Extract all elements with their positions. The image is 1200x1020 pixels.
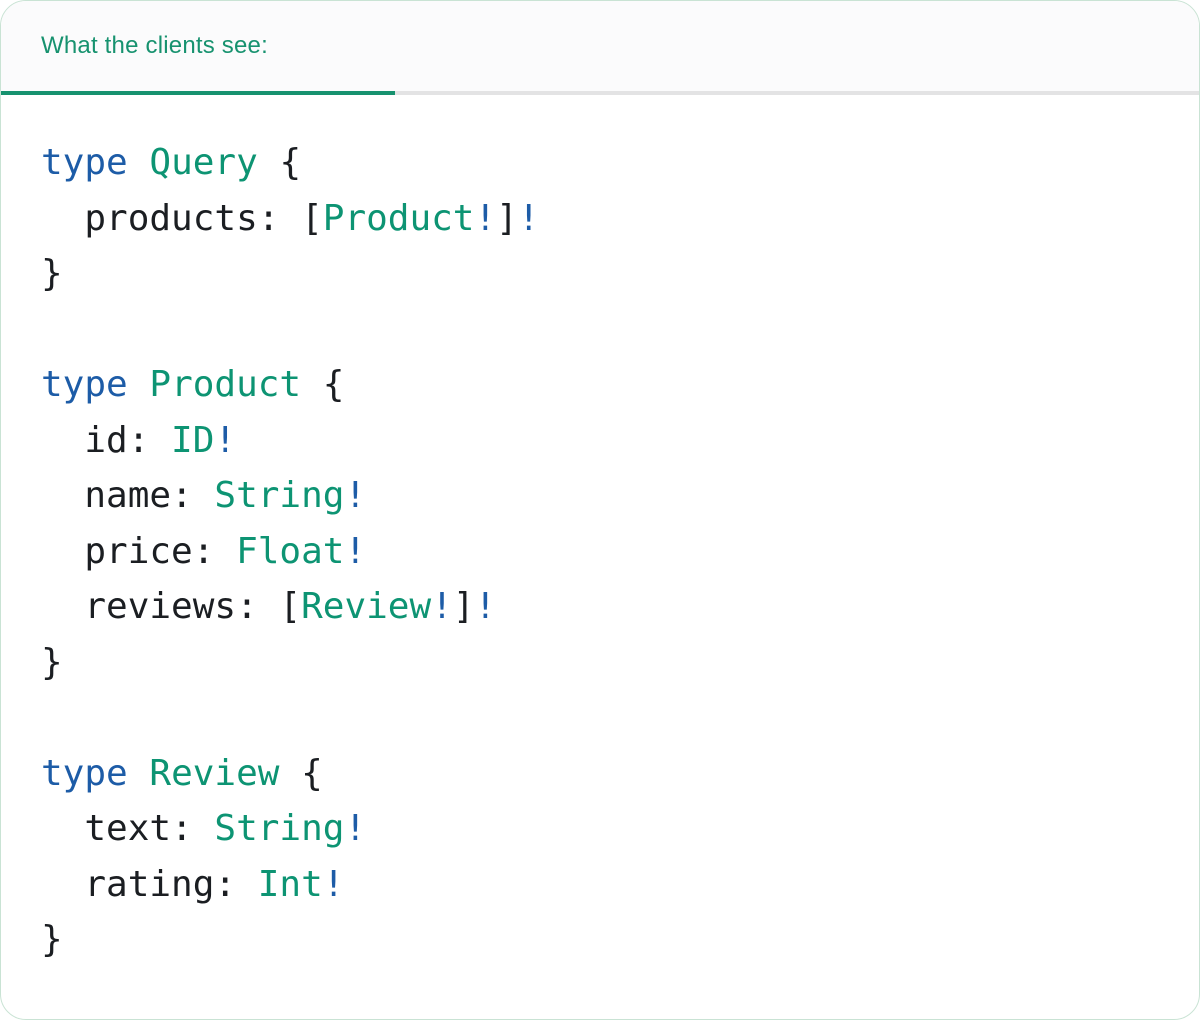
code-token-kw: ! xyxy=(344,808,367,849)
code-token-kw: type xyxy=(41,364,128,405)
code-line: } xyxy=(41,912,1169,968)
code-token-type: Query xyxy=(149,142,258,183)
code-token-plain xyxy=(128,753,150,794)
code-line: type Review { xyxy=(41,746,1169,802)
code-token-plain: ] xyxy=(452,586,475,627)
code-token-plain: } xyxy=(41,919,63,960)
code-token-plain: ] xyxy=(496,197,518,239)
code-token-type: Product xyxy=(149,364,302,405)
code-token-kw: ! xyxy=(474,586,497,627)
panel-tab-bar: What the clients see: xyxy=(1,1,1199,95)
code-token-plain: text: xyxy=(41,808,215,849)
code-token-plain xyxy=(128,364,150,405)
code-line: name: String! xyxy=(41,468,1169,524)
code-token-plain: name: xyxy=(41,475,215,516)
code-token-type: ID xyxy=(171,419,215,461)
code-token-plain: { xyxy=(279,752,323,794)
code-line xyxy=(41,302,1169,358)
code-token-type: Int xyxy=(257,863,323,905)
code-token-kw: ! xyxy=(322,863,345,905)
code-token-plain: { xyxy=(301,364,345,405)
code-line: text: String! xyxy=(41,801,1169,857)
code-token-plain: } xyxy=(41,253,63,294)
code-token-kw: ! xyxy=(517,197,540,239)
code-token-kw: ! xyxy=(431,586,453,627)
active-tab-underline xyxy=(1,91,395,95)
code-token-kw: type xyxy=(41,142,128,183)
code-line: id: ID! xyxy=(41,413,1169,469)
code-token-type: Float xyxy=(236,530,345,572)
code-token-plain: id: xyxy=(41,419,172,461)
code-line xyxy=(41,690,1169,746)
code-token-type: Review xyxy=(301,586,432,627)
code-line: price: Float! xyxy=(41,524,1169,580)
code-token-type: Review xyxy=(149,752,280,794)
code-token-plain: } xyxy=(41,641,63,683)
code-token-type: String xyxy=(214,808,345,849)
code-line: type Product { xyxy=(41,357,1169,413)
code-token-kw: ! xyxy=(474,197,497,239)
code-token-plain: { xyxy=(257,142,302,183)
tab-what-the-clients-see[interactable]: What the clients see: xyxy=(41,32,268,59)
code-token-kw: ! xyxy=(344,475,367,516)
code-line: reviews: [Review!]! xyxy=(41,579,1169,635)
code-token-plain: rating: xyxy=(41,863,258,905)
code-line: rating: Int! xyxy=(41,857,1169,913)
code-token-plain: reviews: [ xyxy=(41,586,302,627)
code-line: products: [Product!]! xyxy=(41,191,1169,247)
code-token-plain xyxy=(128,142,150,183)
code-token-kw: ! xyxy=(344,530,367,572)
code-line: } xyxy=(41,246,1169,302)
code-token-type: String xyxy=(214,475,345,516)
graphql-schema-code: type Query { products: [Product!]!} type… xyxy=(1,95,1199,968)
code-token-plain: price: xyxy=(41,530,237,572)
code-line: type Query { xyxy=(41,135,1169,191)
code-token-plain: products: [ xyxy=(41,197,323,239)
code-line: } xyxy=(41,635,1169,691)
code-token-kw: ! xyxy=(214,419,237,461)
code-token-kw: type xyxy=(41,752,128,794)
code-token-type: Product xyxy=(322,197,475,239)
